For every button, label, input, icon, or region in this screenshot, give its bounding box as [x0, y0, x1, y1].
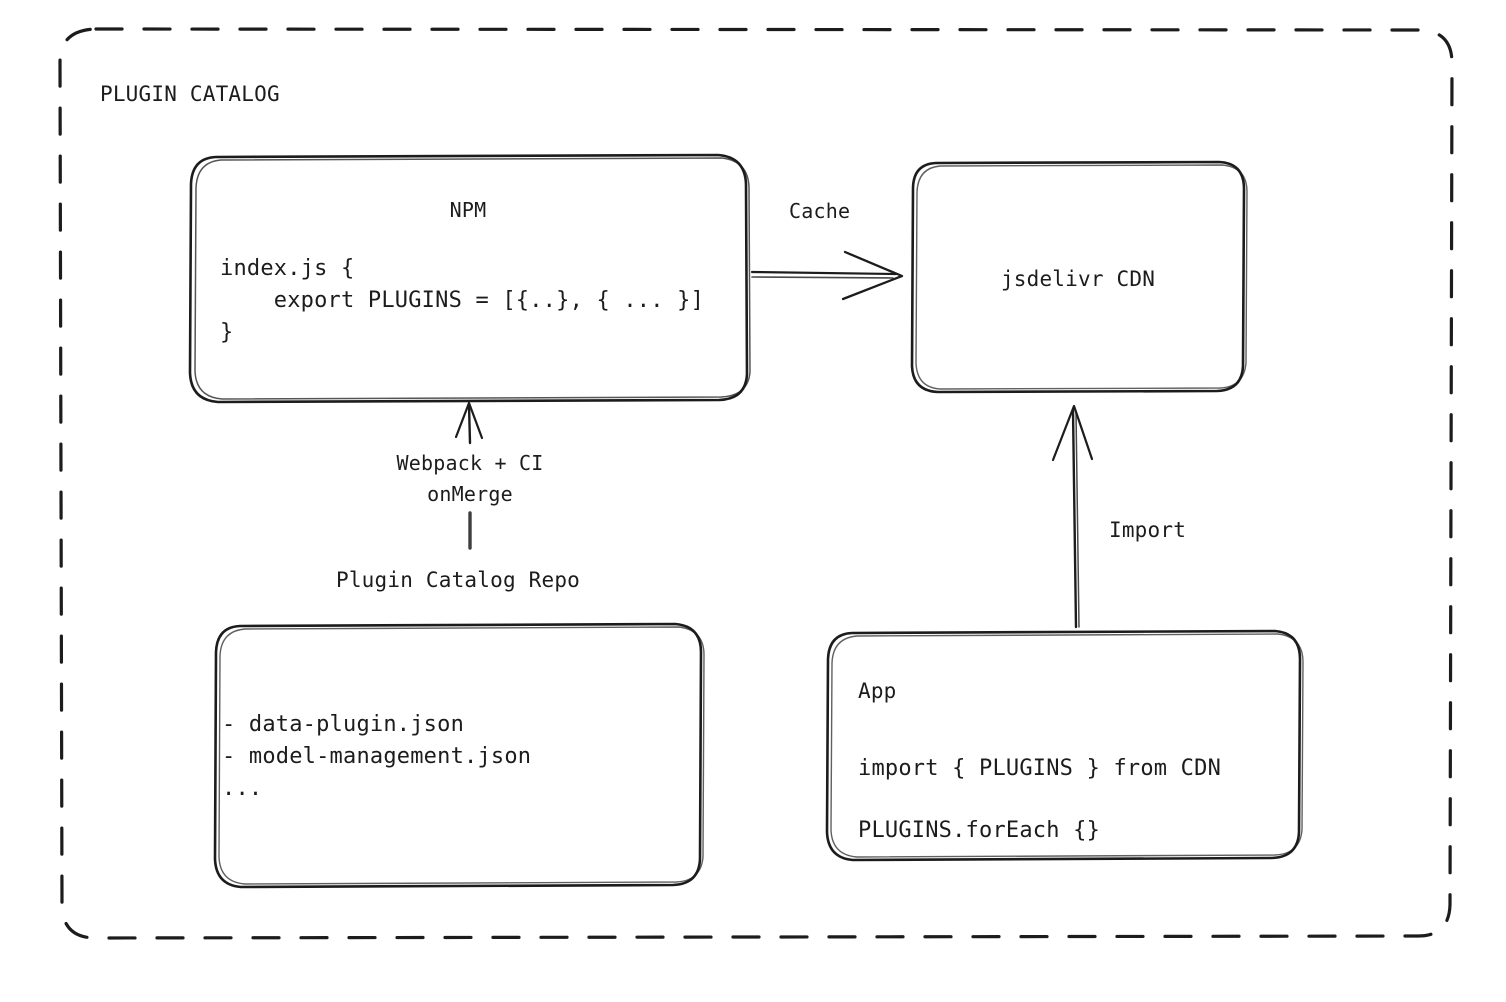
npm-node-title: NPM [449, 198, 487, 222]
cdn-node-title: jsdelivr CDN [1000, 267, 1156, 291]
app-code-line-1: import { PLUGINS } from CDN [858, 756, 1222, 781]
npm-node-code: index.js { export PLUGINS = [{..}, { ...… [220, 256, 705, 345]
repo-node-file-list: - data-plugin.json - model-management.js… [222, 712, 532, 801]
cache-arrow [750, 250, 904, 301]
app-node-title: App [858, 679, 897, 703]
repo-node-title: Plugin Catalog Repo [335, 568, 581, 592]
app-node-code: import { PLUGINS } from CDN PLUGINS.forEa… [858, 738, 1221, 862]
import-edge-label: Import [1109, 518, 1187, 542]
build-edge-label: Webpack + CI onMerge [396, 451, 544, 506]
app-code-line-2: PLUGINS.forEach {} [858, 818, 1101, 843]
cache-edge-label: Cache [789, 199, 851, 223]
diagram-title: PLUGIN CATALOG [100, 82, 280, 106]
import-arrow [1051, 404, 1094, 629]
